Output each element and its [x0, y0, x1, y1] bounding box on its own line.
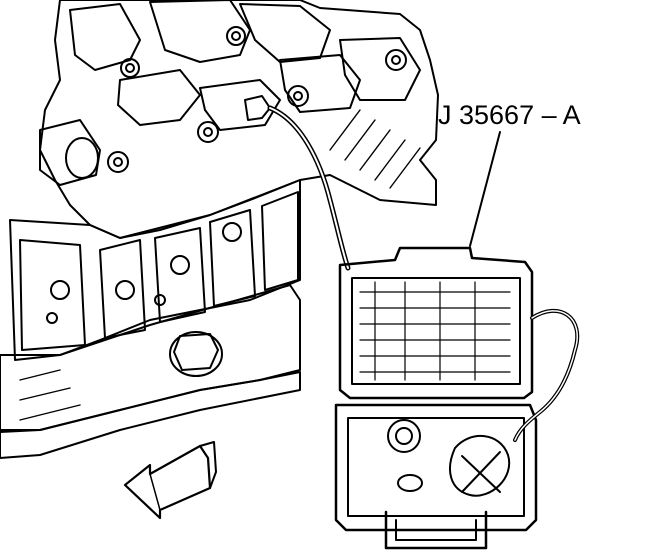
callout-leader-line	[469, 131, 501, 247]
engine-block	[0, 0, 439, 459]
tool-case-j35667a	[334, 246, 580, 550]
pressure-sensor-port	[244, 95, 351, 271]
tool-part-number-label: J 35667 – A	[438, 100, 581, 130]
front-direction-arrow-icon	[123, 441, 217, 520]
